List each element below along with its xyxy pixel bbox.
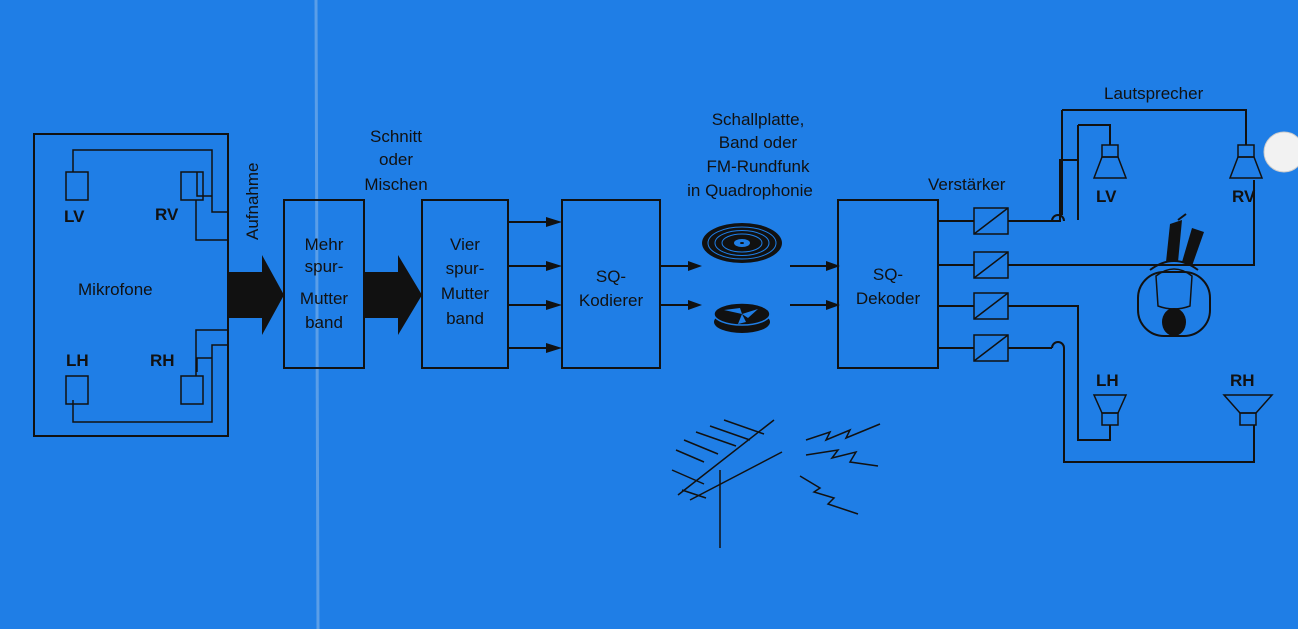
antenna-icon bbox=[671, 419, 783, 548]
loudspeaker-icon bbox=[1092, 394, 1128, 426]
mikrofone-label: Mikrofone bbox=[78, 280, 153, 299]
microphone-icon bbox=[180, 375, 204, 405]
mehrspur-mutterband-block bbox=[283, 199, 365, 369]
media-label: in Quadrophonie bbox=[687, 181, 813, 200]
block-text: Kodierer bbox=[579, 291, 644, 310]
schnitt-label: Mischen bbox=[364, 175, 427, 194]
schnitt-label: oder bbox=[379, 150, 413, 169]
block-text: Mutter bbox=[300, 289, 349, 308]
block-text: band bbox=[305, 313, 343, 332]
flow-arrow bbox=[364, 255, 422, 335]
punch-hole bbox=[1263, 131, 1298, 173]
speaker-label-lv: LV bbox=[1096, 187, 1117, 206]
sq-kodierer-block bbox=[561, 199, 661, 369]
block-text: Mutter bbox=[441, 284, 490, 303]
lautsprecher-label: Lautsprecher bbox=[1104, 84, 1204, 103]
microphone-icon bbox=[65, 375, 89, 405]
block-text: spur- bbox=[305, 257, 344, 276]
sq-dekoder-block bbox=[837, 199, 939, 369]
media-label: Schallplatte, bbox=[712, 110, 805, 129]
media-label: Band oder bbox=[719, 133, 798, 152]
mic-label-lh: LH bbox=[66, 351, 89, 370]
listener-icon bbox=[1137, 213, 1211, 337]
tape-reel-icon bbox=[713, 302, 771, 333]
aufnahme-label: Aufnahme bbox=[243, 163, 262, 241]
loudspeaker-icon bbox=[1092, 144, 1128, 179]
flow-arrow bbox=[228, 255, 284, 335]
paper-fold bbox=[314, 0, 320, 629]
microphone-icon bbox=[65, 171, 89, 201]
block-text: spur- bbox=[446, 259, 485, 278]
block-text: Mehr bbox=[305, 235, 344, 254]
record-icon bbox=[702, 223, 782, 263]
verstaerker-label: Verstärker bbox=[928, 175, 1006, 194]
vierspur-mutterband-block bbox=[421, 199, 509, 369]
mic-label-rv: RV bbox=[155, 205, 179, 224]
radio-wave-icon bbox=[799, 423, 881, 515]
speaker-wiring bbox=[1008, 109, 1255, 463]
block-text: Dekoder bbox=[856, 289, 921, 308]
speaker-label-lh: LH bbox=[1096, 371, 1119, 390]
block-text: band bbox=[446, 309, 484, 328]
block-text: SQ- bbox=[596, 267, 626, 286]
media-label: FM-Rundfunk bbox=[707, 157, 810, 176]
speaker-label-rv: RV bbox=[1232, 187, 1256, 206]
speaker-label-rh: RH bbox=[1230, 371, 1255, 390]
loudspeaker-icon bbox=[1228, 144, 1264, 179]
block-text: Vier bbox=[450, 235, 480, 254]
mic-label-lv: LV bbox=[64, 207, 85, 226]
mic-label-rh: RH bbox=[150, 351, 175, 370]
amplifier-icon bbox=[973, 207, 1009, 362]
loudspeaker-icon bbox=[1222, 394, 1274, 426]
block-text: SQ- bbox=[873, 265, 903, 284]
schnitt-label: Schnitt bbox=[370, 127, 422, 146]
microphone-icon bbox=[180, 171, 204, 201]
